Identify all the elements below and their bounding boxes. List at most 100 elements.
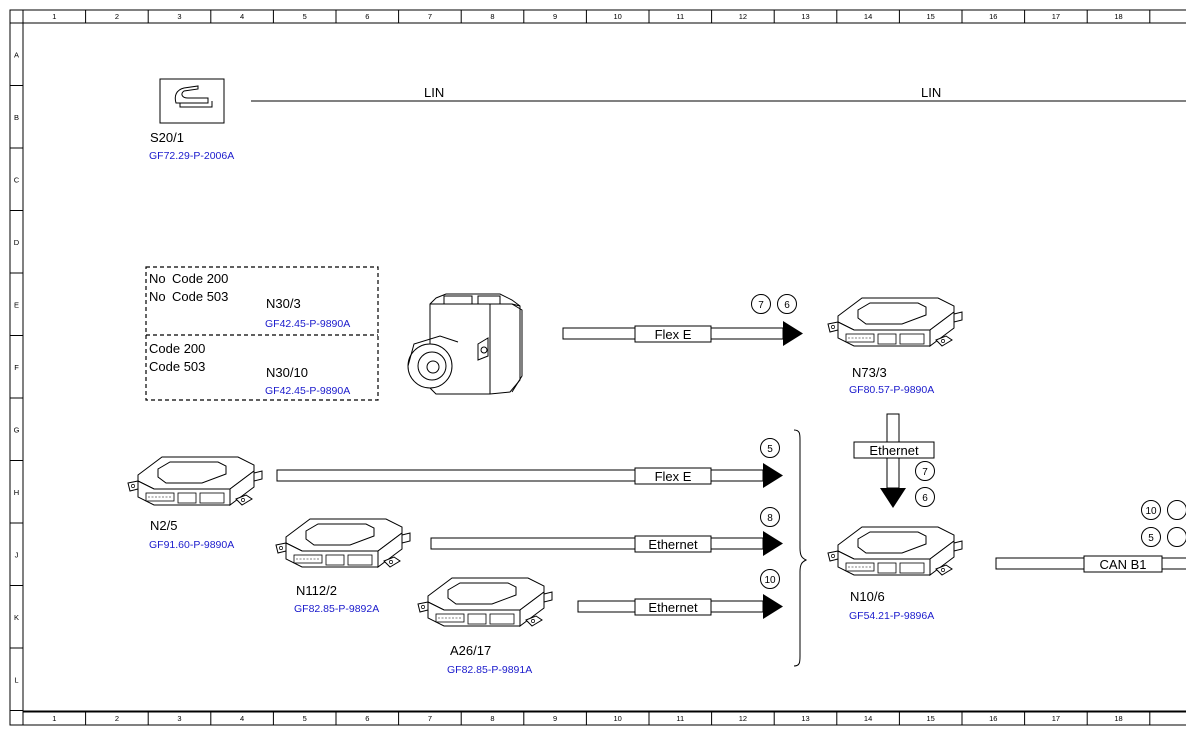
row-letter: K: [14, 613, 19, 622]
column-number: 7: [428, 12, 432, 21]
variant-code-503-bottom: Code 503: [149, 359, 205, 374]
n10-6-ref: GF54.21-P-9896A: [849, 610, 934, 622]
variant-box: No Code 200 No Code 503 N30/3 GF42.45-P-…: [145, 266, 379, 401]
variant-code-200-top: Code 200: [172, 271, 228, 286]
circle-right-b: 5: [1148, 533, 1154, 544]
column-number: 11: [676, 12, 684, 21]
column-number: 13: [801, 12, 809, 21]
column-number: 6: [365, 714, 369, 723]
row-letter: G: [14, 425, 20, 434]
row-letter: E: [14, 300, 19, 309]
row-letter: H: [14, 488, 19, 497]
a26-17-ref: GF82.85-P-9891A: [447, 664, 532, 676]
a26-17-code: A26/17: [450, 643, 491, 658]
circle-right-a: 10: [1145, 506, 1157, 517]
s20-1-ref: GF72.29-P-2006A: [149, 150, 234, 162]
lin-label-left: LIN: [424, 85, 444, 100]
ethernet-label-a26: Ethernet: [648, 600, 698, 615]
ecu-module-icon: [417, 577, 553, 627]
column-number: 9: [553, 714, 557, 723]
n112-2-code: N112/2: [296, 583, 337, 598]
column-number: 2: [115, 714, 119, 723]
circle-vert-b: 6: [922, 493, 928, 504]
n2-5-code: N2/5: [150, 518, 177, 533]
column-number: 4: [240, 12, 244, 21]
circle-eth1: 8: [767, 513, 773, 524]
column-number: 1: [52, 714, 56, 723]
n10-6-module: N10/6 GF54.21-P-9896A: [827, 526, 963, 622]
n112-2-module: N112/2 GF82.85-P-9892A: [275, 518, 411, 615]
n30-3-ref: GF42.45-P-9890A: [265, 318, 350, 330]
n112-2-ref: GF82.85-P-9892A: [294, 603, 379, 615]
column-number: 9: [553, 12, 557, 21]
ecu-module-icon: [827, 526, 963, 576]
n10-6-code: N10/6: [850, 589, 885, 604]
flex-e-label-top: Flex E: [655, 327, 692, 342]
variant-no-label-2: No: [149, 289, 166, 304]
column-number: 14: [864, 714, 872, 723]
column-number: 16: [989, 714, 997, 723]
variant-code-200-bottom: Code 200: [149, 341, 205, 356]
n30-10-ref: GF42.45-P-9890A: [265, 385, 350, 397]
column-number: 12: [739, 12, 747, 21]
column-number: 5: [303, 714, 307, 723]
flex-e-arrow-top: Flex E 7 6: [562, 294, 803, 346]
n30-3-code: N30/3: [266, 296, 301, 311]
column-ruler: 1122334455667788991010111112121313141415…: [52, 10, 1151, 725]
column-number: 18: [1114, 714, 1122, 723]
ecu-module-icon: [127, 456, 263, 506]
ecu-module-icon: [275, 518, 411, 568]
flex-e-label-mid: Flex E: [655, 469, 692, 484]
variant-code-503-top: Code 503: [172, 289, 228, 304]
row-letter: J: [15, 550, 19, 559]
column-number: 1: [52, 12, 56, 21]
circle-top-a: 7: [758, 300, 764, 311]
can-b1-bus: CAN B1 10 5: [995, 500, 1186, 573]
row-letter: B: [14, 113, 19, 122]
lin-label-right: LIN: [921, 85, 941, 100]
abs-pump-icon: [407, 293, 523, 395]
ethernet-label-n112: Ethernet: [648, 537, 698, 552]
column-number: 8: [490, 714, 494, 723]
column-number: 17: [1052, 714, 1060, 723]
frame-outer: [9, 9, 1186, 726]
s20-1-switch: S20/1 GF72.29-P-2006A: [149, 78, 234, 162]
variant-no-label-1: No: [149, 271, 166, 286]
ethernet-arrow-vertical: Ethernet 7 6: [853, 413, 935, 508]
n2-5-ref: GF91.60-P-9890A: [149, 539, 234, 551]
column-number: 15: [927, 714, 935, 723]
a26-17-module: A26/17 GF82.85-P-9891A: [417, 577, 553, 676]
column-number: 13: [801, 714, 809, 723]
row-letter: A: [14, 50, 19, 59]
column-number: 7: [428, 714, 432, 723]
column-number: 12: [739, 714, 747, 723]
column-number: 10: [614, 714, 622, 723]
column-number: 18: [1114, 12, 1122, 21]
ethernet-arrow-n112: Ethernet 8: [430, 507, 783, 556]
n73-3-code: N73/3: [852, 365, 887, 380]
n73-3-ref: GF80.57-P-9890A: [849, 384, 934, 396]
can-b1-label: CAN B1: [1100, 557, 1147, 572]
seat-switch-icon: [174, 85, 213, 108]
circle-eth2: 10: [764, 575, 776, 586]
column-number: 3: [177, 12, 181, 21]
column-number: 2: [115, 12, 119, 21]
row-letter: L: [14, 675, 18, 684]
circle-vert-a: 7: [922, 467, 928, 478]
column-number: 17: [1052, 12, 1060, 21]
column-number: 3: [177, 714, 181, 723]
column-number: 6: [365, 12, 369, 21]
n30-10-code: N30/10: [266, 365, 308, 380]
row-letter: D: [14, 238, 20, 247]
s20-1-code: S20/1: [150, 130, 184, 145]
column-number: 14: [864, 12, 872, 21]
flex-e-arrow-mid: Flex E 5: [276, 438, 783, 488]
column-number: 15: [927, 12, 935, 21]
row-letter: C: [14, 175, 20, 184]
column-number: 10: [614, 12, 622, 21]
column-number: 8: [490, 12, 494, 21]
ecu-module-icon: [827, 297, 963, 347]
circle-mid: 5: [767, 444, 773, 455]
column-number: 4: [240, 714, 244, 723]
